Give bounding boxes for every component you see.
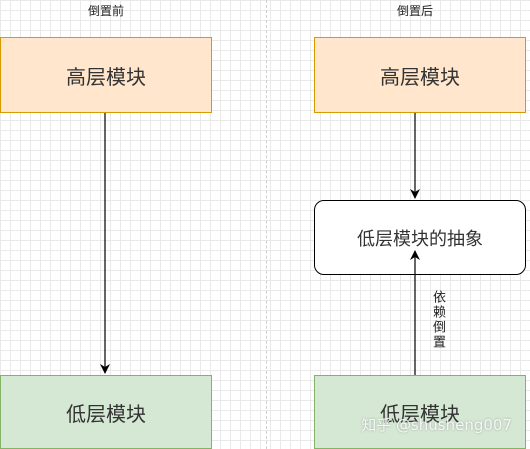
right-panel-caption: 倒置后: [397, 4, 434, 18]
panel-divider: [266, 0, 267, 449]
low-level-abstraction-box[interactable]: 低层模块的抽象: [314, 200, 526, 275]
right-low-level-module-box[interactable]: 低层模块: [314, 375, 526, 449]
right-low-level-module-label: 低层模块: [380, 401, 460, 426]
right-high-level-module-label: 高层模块: [380, 64, 460, 89]
low-level-abstraction-label: 低层模块的抽象: [357, 228, 483, 250]
left-panel-caption: 倒置前: [88, 4, 125, 18]
left-high-level-module-box[interactable]: 高层模块: [0, 37, 212, 113]
right-high-level-module-box[interactable]: 高层模块: [314, 37, 526, 113]
watermark: 知乎 @shusheng007: [361, 416, 512, 434]
left-low-level-module-label: 低层模块: [66, 401, 146, 426]
dependency-inversion-label: 依赖倒置: [430, 290, 445, 350]
left-low-level-module-box[interactable]: 低层模块: [0, 375, 212, 449]
left-high-level-module-label: 高层模块: [66, 64, 146, 89]
